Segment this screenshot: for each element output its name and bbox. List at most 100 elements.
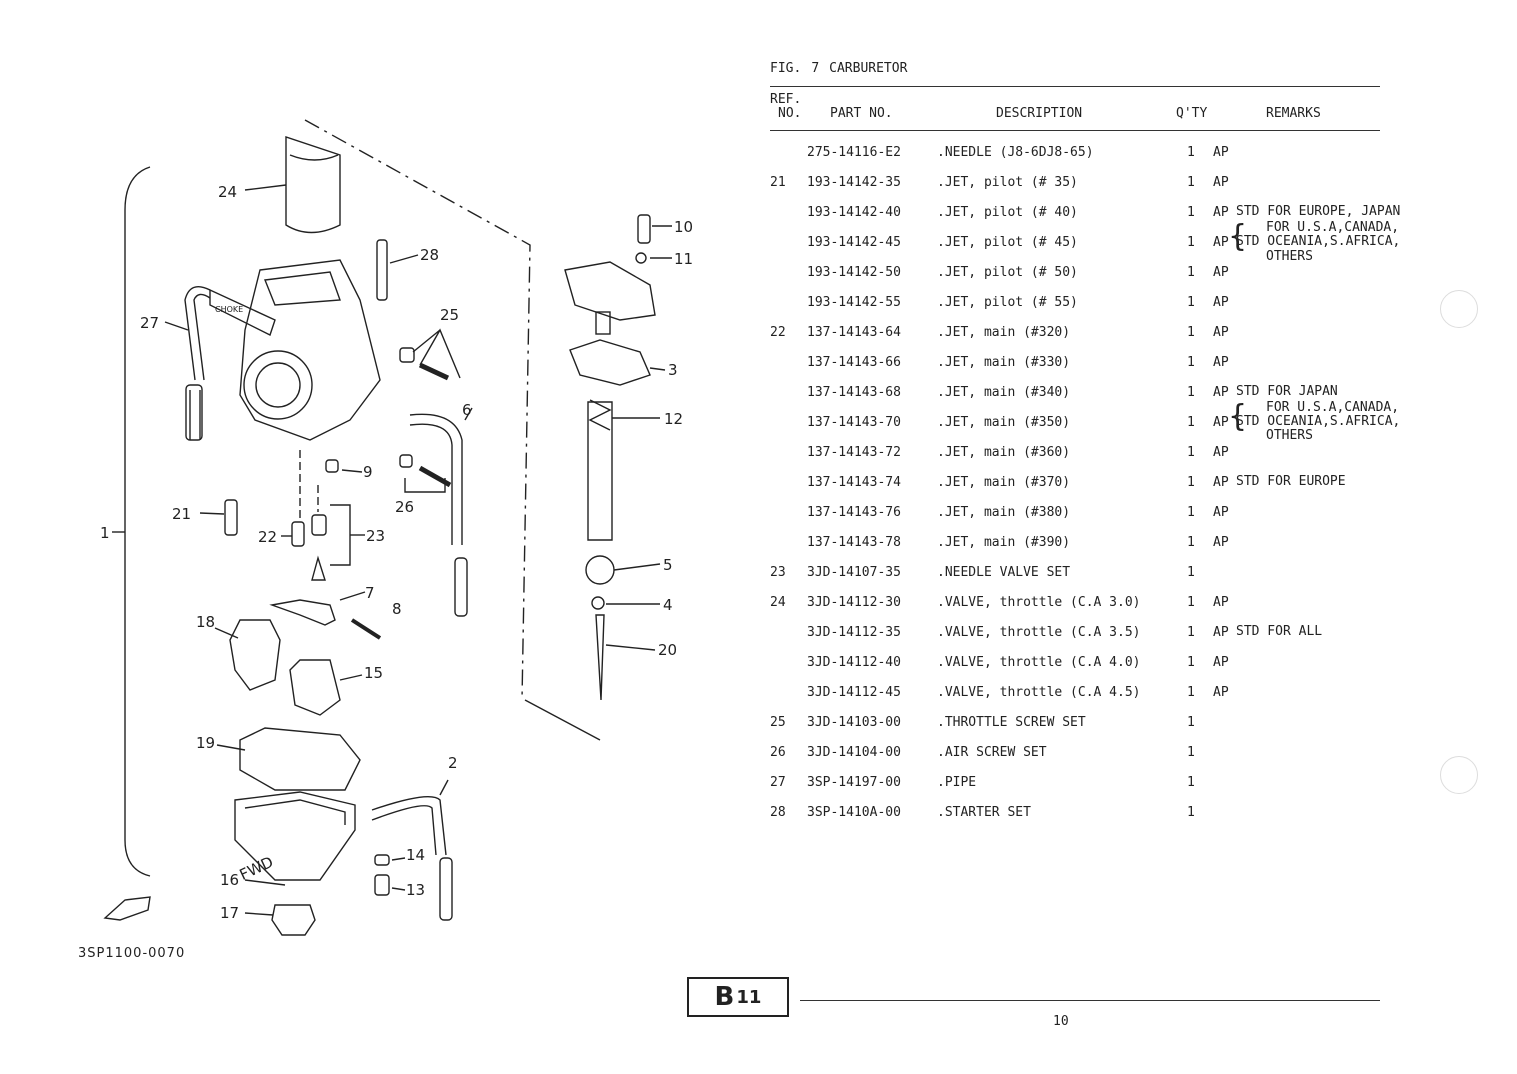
part-no: 137-14143-66 xyxy=(807,355,901,370)
description: .JET, pilot (# 45) xyxy=(937,235,1078,250)
callout-24: 24 xyxy=(218,183,237,201)
remark-valve-all: STD FOR ALL xyxy=(1236,624,1323,639)
callout-13: 13 xyxy=(406,881,425,899)
quantity: 1 xyxy=(1187,145,1195,160)
ap-mark: AP xyxy=(1213,385,1229,400)
fig-number: 7 xyxy=(811,61,820,76)
quantity: 1 xyxy=(1187,805,1195,820)
description: .JET, main (#370) xyxy=(937,475,1071,490)
ap-mark: AP xyxy=(1213,205,1229,220)
description: .VALVE, throttle (C.A 4.5) xyxy=(937,685,1141,700)
header-qty: Q'TY xyxy=(1176,106,1208,121)
part-no: 137-14143-64 xyxy=(807,325,901,340)
part-no: 3JD-14112-45 xyxy=(807,685,901,700)
remark-brace: { xyxy=(1228,399,1248,434)
callout-20: 20 xyxy=(658,641,677,659)
part-no: 3JD-14107-35 xyxy=(807,565,901,580)
callout-19: 19 xyxy=(196,734,215,752)
callout-labels: 1 2 3 4 5 6 7 8 9 10 11 12 13 14 15 16 1… xyxy=(100,183,693,922)
callout-12: 12 xyxy=(664,410,683,428)
quantity: 1 xyxy=(1187,715,1195,730)
fig-name: CARBURETOR xyxy=(829,61,908,76)
carburetor-exploded-diagram: FWD CHOKE 1 2 3 4 5 6 7 8 9 10 11 12 13 … xyxy=(100,119,693,936)
ap-mark: AP xyxy=(1213,685,1229,700)
part-no: 137-14143-76 xyxy=(807,505,901,520)
description: .JET, pilot (# 35) xyxy=(937,175,1078,190)
callout-26: 26 xyxy=(395,498,414,516)
callout-15: 15 xyxy=(364,664,383,682)
ref-no: 21 xyxy=(770,175,786,190)
remark-pilot-others: OTHERS xyxy=(1266,249,1313,264)
quantity: 1 xyxy=(1187,535,1195,550)
ref-no: 25 xyxy=(770,715,786,730)
callout-11: 11 xyxy=(674,250,693,268)
table-row: 137-14143-68 .JET, main (#340) 1 AP xyxy=(770,385,1410,415)
ap-mark: AP xyxy=(1213,535,1229,550)
callout-6: 6 xyxy=(462,401,472,419)
description: .NEEDLE VALVE SET xyxy=(937,565,1071,580)
remark-main-europe: STD FOR EUROPE xyxy=(1236,474,1346,489)
quantity: 1 xyxy=(1187,595,1195,610)
part-no: 193-14142-40 xyxy=(807,205,901,220)
description: .JET, main (#320) xyxy=(937,325,1071,340)
remark-pilot-usa: FOR U.S.A,CANADA, xyxy=(1266,220,1400,235)
quantity: 1 xyxy=(1187,265,1195,280)
figure-title: FIG. 7 CARBURETOR xyxy=(770,61,917,76)
part-no: 193-14142-35 xyxy=(807,175,901,190)
ref-no: 28 xyxy=(770,805,786,820)
ap-mark: AP xyxy=(1213,355,1229,370)
callout-17: 17 xyxy=(220,904,239,922)
header-part-no: PART NO. xyxy=(830,106,893,121)
part-no: 3SP-14197-00 xyxy=(807,775,901,790)
quantity: 1 xyxy=(1187,565,1195,580)
remark-pilot-std: STD FOR EUROPE, JAPAN xyxy=(1236,204,1401,219)
quantity: 1 xyxy=(1187,385,1195,400)
callout-5: 5 xyxy=(663,556,673,574)
callout-23: 23 xyxy=(366,527,385,545)
ap-mark: AP xyxy=(1213,235,1229,250)
part-no: 3JD-14112-40 xyxy=(807,655,901,670)
part-no: 193-14142-55 xyxy=(807,295,901,310)
ap-mark: AP xyxy=(1213,145,1229,160)
remark-main-std: STD FOR JAPAN xyxy=(1236,384,1338,399)
callout-27: 27 xyxy=(140,314,159,332)
quantity: 1 xyxy=(1187,235,1195,250)
ref-no: 26 xyxy=(770,745,786,760)
ap-mark: AP xyxy=(1213,655,1229,670)
description: .JET, main (#360) xyxy=(937,445,1071,460)
callout-9: 9 xyxy=(363,463,373,481)
callout-3: 3 xyxy=(668,361,678,379)
quantity: 1 xyxy=(1187,655,1195,670)
description: .JET, pilot (# 40) xyxy=(937,205,1078,220)
header-ref-line1: REF. xyxy=(770,92,802,107)
callout-10: 10 xyxy=(674,218,693,236)
part-no: 137-14143-78 xyxy=(807,535,901,550)
table-row: 3JD-14112-40 .VALVE, throttle (C.A 4.0) 1 A… xyxy=(770,655,1410,685)
binder-hole xyxy=(1440,290,1478,328)
description: .JET, main (#380) xyxy=(937,505,1071,520)
diagram-code: 3SP1100-0070 xyxy=(78,946,186,961)
callout-25: 25 xyxy=(440,306,459,324)
callout-2: 2 xyxy=(448,754,458,772)
callout-28: 28 xyxy=(420,246,439,264)
fig-label: FIG. xyxy=(770,61,802,76)
part-no: 275-14116-E2 xyxy=(807,145,901,160)
description: .STARTER SET xyxy=(937,805,1031,820)
description: .VALVE, throttle (C.A 4.0) xyxy=(937,655,1141,670)
description: .JET, main (#340) xyxy=(937,385,1071,400)
callout-16: 16 xyxy=(220,871,239,889)
callout-1: 1 xyxy=(100,524,110,542)
part-no: 137-14143-68 xyxy=(807,385,901,400)
callout-7: 7 xyxy=(365,584,375,602)
